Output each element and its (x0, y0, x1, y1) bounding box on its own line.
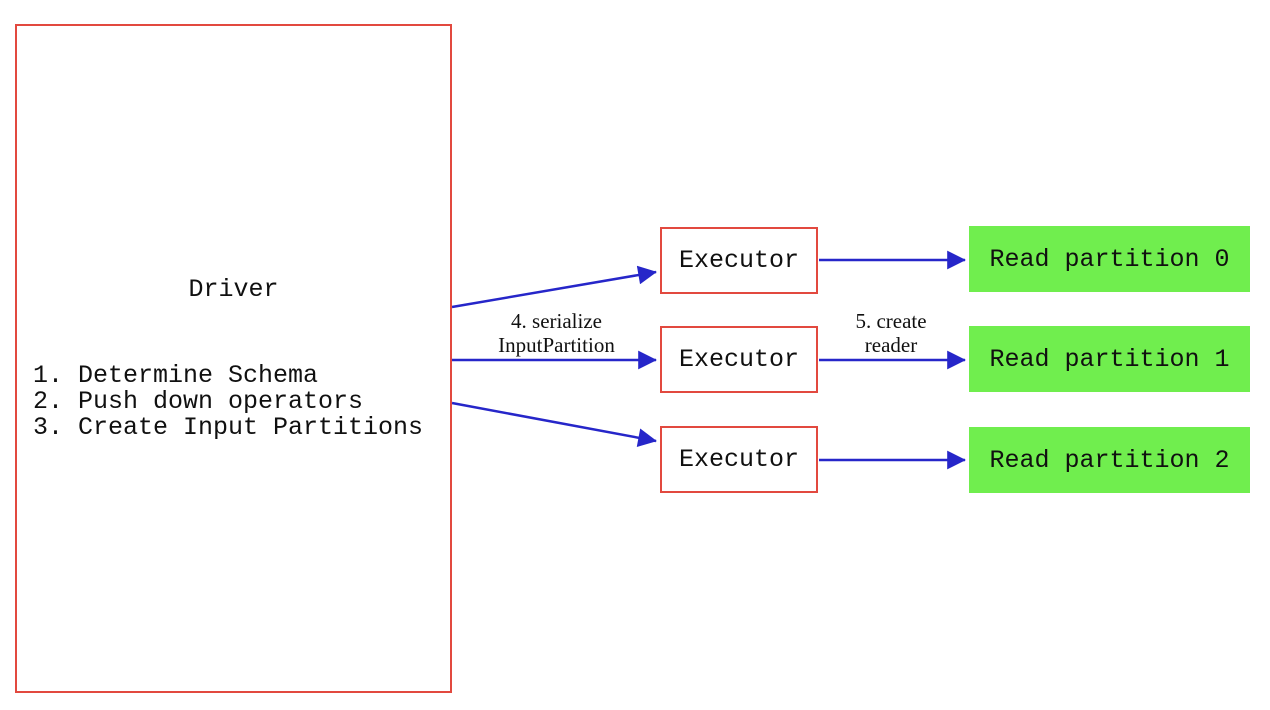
partition-label-2: Read partition 2 (989, 445, 1230, 475)
executor-box-0: Executor (660, 227, 818, 294)
executor-label-0: Executor (678, 246, 800, 275)
partition-box-0: Read partition 0 (969, 226, 1250, 292)
arrow-driver-to-executor-0 (451, 265, 657, 309)
driver-step-3: 3. Create Input Partitions (33, 413, 424, 442)
partition-label-0: Read partition 0 (989, 244, 1230, 274)
executor-box-1: Executor (660, 326, 818, 393)
annotation-serialize-inputpartition: 4. serialize InputPartition (498, 309, 615, 357)
partition-box-2: Read partition 2 (969, 427, 1250, 493)
annotation-create-reader: 5. create reader (855, 309, 927, 357)
driver-box (15, 24, 452, 693)
executor-label-2: Executor (678, 445, 800, 474)
partition-label-1: Read partition 1 (989, 344, 1230, 374)
executor-box-2: Executor (660, 426, 818, 493)
executor-label-1: Executor (678, 345, 800, 374)
driver-step-2: 2. Push down operators (33, 387, 364, 416)
driver-title: Driver (188, 275, 279, 304)
driver-steps: 1. Determine Schema 2. Push down operato… (33, 363, 423, 441)
driver-step-1: 1. Determine Schema (33, 361, 319, 390)
partition-box-1: Read partition 1 (969, 326, 1250, 392)
arrow-driver-to-executor-2 (451, 401, 657, 447)
